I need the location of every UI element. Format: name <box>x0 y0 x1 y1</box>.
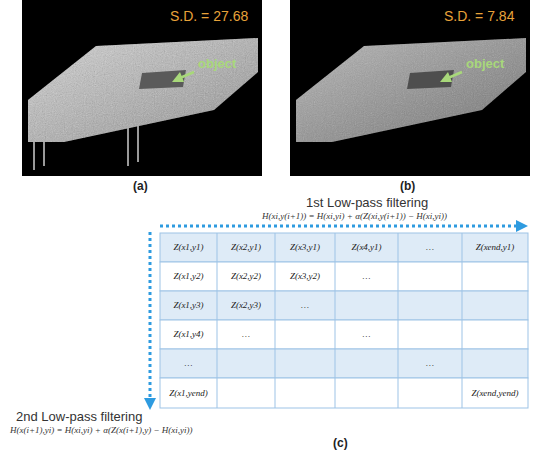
table-cell: … <box>426 358 434 368</box>
table-cell: … <box>362 329 370 339</box>
table-cell: … <box>184 358 192 368</box>
table-cell: Z(x1,y1) <box>173 242 203 252</box>
table-cell: Z(x1,yend) <box>169 388 208 398</box>
table-cell: Z(x3,y2) <box>290 271 320 281</box>
table-cell: Z(x3,y1) <box>290 242 320 252</box>
dotted-arrow <box>149 232 152 398</box>
sd-value: S.D. = 7.84 <box>444 8 514 24</box>
table-cell: Z(x2,y3) <box>231 300 261 310</box>
object-label: object <box>198 57 236 72</box>
data-grid <box>160 233 528 408</box>
object-label: object <box>466 57 504 72</box>
filter-title: 2nd Low-pass filtering <box>16 410 142 425</box>
table-cell: Z(x2,y1) <box>231 242 261 252</box>
panel-label: (b) <box>400 180 415 194</box>
filter-formula: H(xi,y(i+1)) = H(xi,yi) + α(Z(xi,y(i+1))… <box>262 211 447 221</box>
table-cell: … <box>301 300 309 310</box>
filter-title: 1st Low-pass filtering <box>306 196 428 211</box>
table-cell: Z(xend,yend) <box>471 388 518 398</box>
table-cell: Z(x1,y4) <box>173 329 203 339</box>
object-region <box>407 70 454 89</box>
table-cell: Z(x1,y2) <box>173 271 203 281</box>
table-cell: … <box>362 271 370 281</box>
object-region <box>139 70 186 89</box>
table-cell: … <box>242 329 250 339</box>
panel-label: (c) <box>333 437 348 451</box>
table-cell: Z(x1,y3) <box>173 300 203 310</box>
table-cell: … <box>426 242 434 252</box>
table-cell: Z(xend,y1) <box>476 242 515 252</box>
filter-formula: H(x(i+1),yi) = H(xi,yi) + α(Z(x(i+1),y) … <box>10 425 193 435</box>
panel-label: (a) <box>133 180 148 194</box>
table-cell: Z(x4,y1) <box>351 242 381 252</box>
sd-value: S.D. = 27.68 <box>170 8 248 24</box>
table-cell: Z(x2,y2) <box>231 271 261 281</box>
dotted-arrow <box>160 225 516 228</box>
